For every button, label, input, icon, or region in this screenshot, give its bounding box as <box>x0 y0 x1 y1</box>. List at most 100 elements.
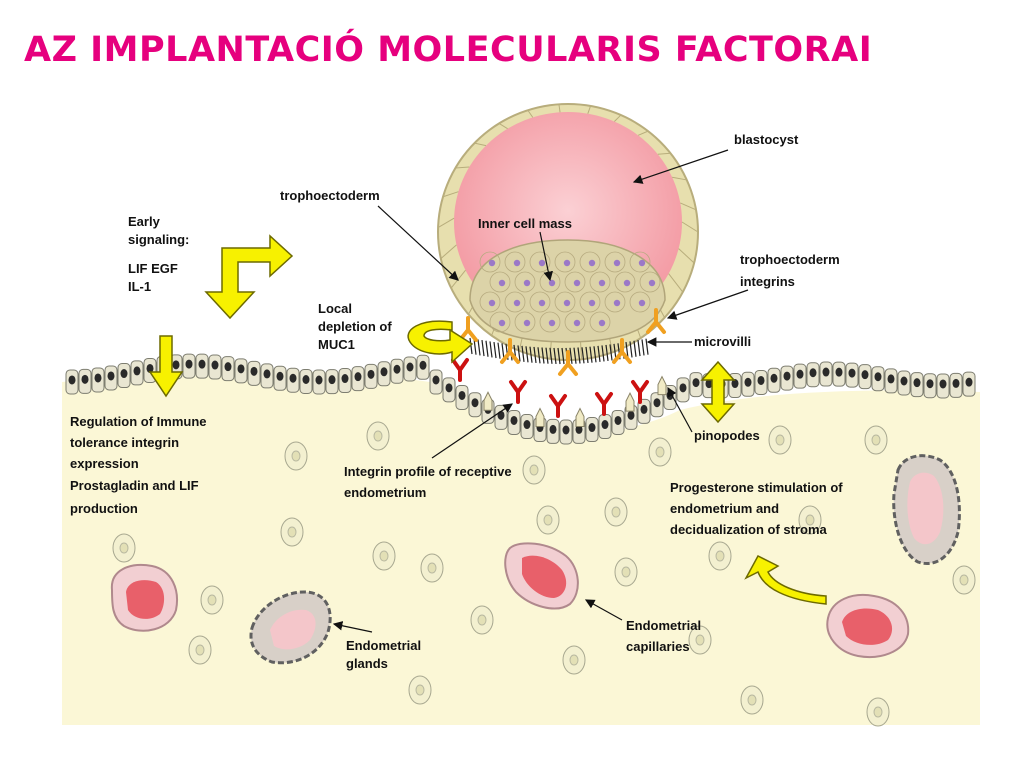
cell-nucleus <box>913 378 921 388</box>
cell-nucleus <box>926 379 934 389</box>
cell-nucleus <box>172 360 180 370</box>
icm-cell <box>554 251 576 273</box>
local-depletion-line-2: depletion of <box>318 319 392 334</box>
cell-nucleus <box>770 373 778 383</box>
icm-cell-nucleus <box>588 259 596 267</box>
icm-cell <box>529 291 551 313</box>
microvillus <box>577 347 581 364</box>
icm-cell-nucleus <box>488 299 496 307</box>
microvillus <box>553 347 557 365</box>
y-shaped-receptor-icon <box>549 394 567 418</box>
cell-nucleus <box>341 374 349 384</box>
microvillus <box>517 345 521 362</box>
microvillus <box>561 347 565 365</box>
cell-nucleus <box>81 374 89 384</box>
early-signaling-line-2: signaling: <box>128 232 189 247</box>
cell-nucleus <box>380 367 388 377</box>
pinopodes-double-arrow <box>700 360 736 424</box>
pinopode <box>657 375 667 396</box>
inner-cell-mass-cells <box>479 251 661 333</box>
icm-cell-nucleus <box>523 279 531 287</box>
pinopode <box>625 392 635 412</box>
icm-cell-nucleus <box>613 299 621 307</box>
icm-cell-nucleus <box>548 279 556 287</box>
icm-cell-nucleus <box>498 279 506 287</box>
endometrial-gland-left <box>249 590 332 665</box>
cell-nucleus <box>783 371 791 381</box>
cell-nucleus <box>107 371 115 381</box>
icm-cell <box>504 291 526 313</box>
stromal-cell-nucleus <box>805 514 815 526</box>
trophoblast-cell-border <box>587 105 592 114</box>
y-shaped-receptor-icon <box>451 358 469 382</box>
microvillus <box>521 345 525 362</box>
regulation-line-1: Regulation of Immune <box>70 414 207 429</box>
icm-cell <box>629 251 651 273</box>
icm-cell <box>604 251 626 273</box>
microvillus <box>557 347 561 365</box>
icm-cell-nucleus <box>538 259 546 267</box>
blastocyst <box>437 103 699 376</box>
trophoblast-cell-border <box>680 202 697 211</box>
trophoblast-cell-border <box>498 123 508 130</box>
endometrial-capillary-center <box>504 542 579 610</box>
microvillus <box>525 346 529 363</box>
stromal-cell-nucleus <box>655 446 665 458</box>
microvilli-label: microvilli <box>694 334 751 349</box>
stromal-cell-nucleus <box>621 566 631 578</box>
stromal-cell-nucleus <box>611 506 621 518</box>
cell-nucleus <box>471 398 479 408</box>
stromal-cell-nucleus <box>873 706 883 718</box>
icm-cell-nucleus <box>598 279 606 287</box>
endometrial-glands-line-1: Endometrial <box>346 638 421 653</box>
icm-cell-nucleus <box>513 299 521 307</box>
microvillus <box>549 347 553 364</box>
regulation-line-3: expression <box>70 456 139 471</box>
icm-cell <box>514 271 536 293</box>
microvillus <box>589 346 593 363</box>
icm-cell <box>589 311 611 333</box>
progesterone-line-1: Progesterone stimulation of <box>670 480 843 495</box>
icm-cell <box>539 311 561 333</box>
icm-cell-nucleus <box>573 319 581 327</box>
microvillus <box>585 346 589 364</box>
microvillus <box>601 345 605 362</box>
microvillus <box>469 337 473 355</box>
cell-nucleus <box>874 372 882 382</box>
il1-label: IL-1 <box>128 279 151 294</box>
stromal-cell-nucleus <box>207 594 217 606</box>
progesterone-line-3: decidualization of stroma <box>670 522 828 537</box>
cell-nucleus <box>848 368 856 378</box>
trophoblast-cell-border <box>668 273 684 293</box>
microvillus <box>485 340 489 357</box>
microvillus <box>633 340 637 357</box>
cell-nucleus <box>419 360 427 370</box>
cell-nucleus <box>653 398 661 408</box>
microvillus <box>609 344 613 361</box>
cell-nucleus <box>315 375 323 385</box>
microvillus <box>593 346 597 363</box>
microvillus <box>545 347 549 364</box>
icm-cell <box>489 271 511 293</box>
trophoblast-cell-border <box>614 114 622 122</box>
integrin-profile-line-1: Integrin profile of receptive <box>344 464 512 479</box>
cell-nucleus <box>510 415 518 425</box>
cell-nucleus <box>822 367 830 377</box>
stromal-cell-nucleus <box>569 654 579 666</box>
stromal-cell-nucleus <box>529 464 539 476</box>
microvillus <box>581 347 585 364</box>
cell-nucleus <box>432 375 440 385</box>
troph-integrins-line-2: integrins <box>740 274 795 289</box>
cell-nucleus <box>211 360 219 370</box>
y-shaped-receptor-icon <box>595 392 613 416</box>
cell-nucleus <box>237 364 245 374</box>
microvillus <box>597 345 601 362</box>
lif-egf-label: LIF EGF <box>128 261 178 276</box>
microvillus <box>477 339 481 356</box>
muc1-depletion-arrow <box>407 320 474 364</box>
icm-cell-nucleus <box>538 299 546 307</box>
microvillus <box>497 342 501 359</box>
cell-nucleus <box>289 373 297 383</box>
pinopodes-label: pinopodes <box>694 428 760 443</box>
cell-nucleus <box>939 379 947 389</box>
